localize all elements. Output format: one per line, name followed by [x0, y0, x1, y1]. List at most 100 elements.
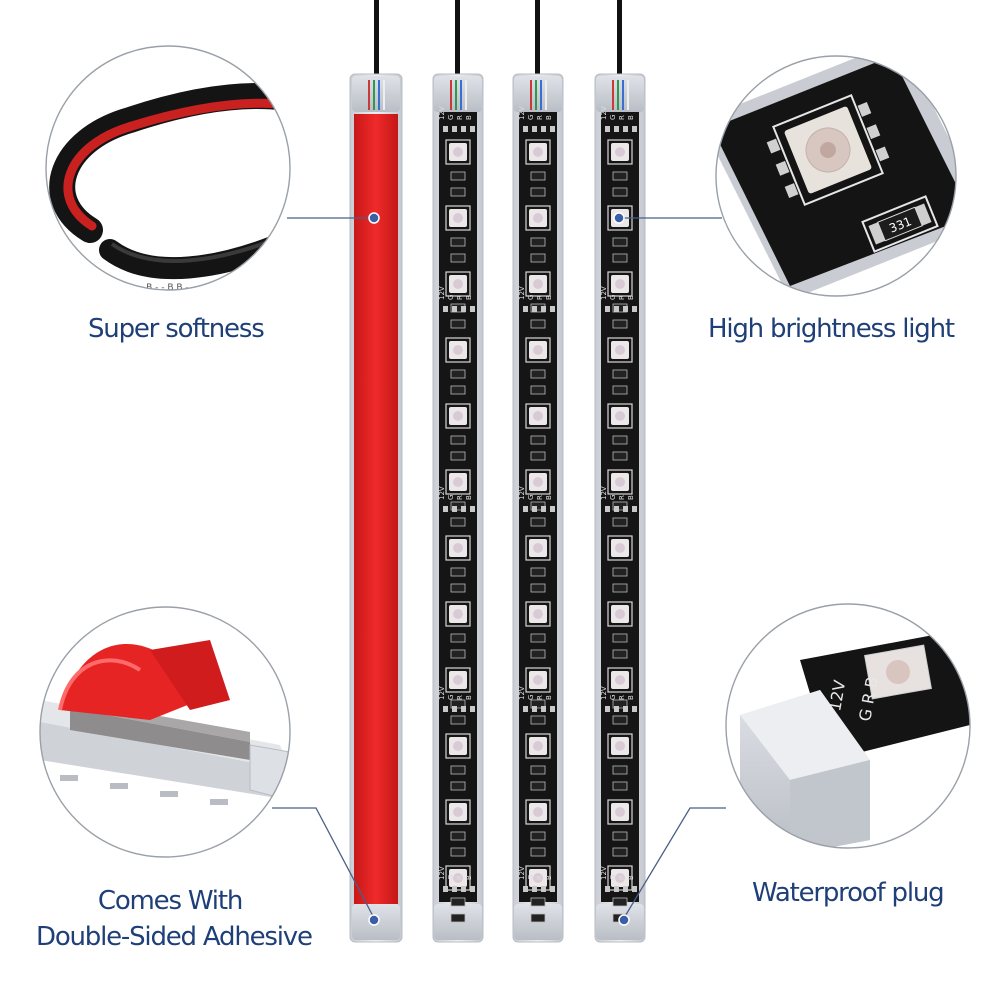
pcb-marking: R [618, 875, 626, 880]
pcb-marking: B [627, 295, 635, 300]
led-chip [445, 667, 471, 693]
pcb-marking: B [627, 695, 635, 700]
led-chip [525, 601, 551, 627]
pcb-marking: 12V [518, 686, 526, 700]
plug-closeup: 12V G R B [725, 603, 971, 849]
pcb-marking: G [447, 695, 455, 700]
softness-closeup: - B - - B B - [45, 45, 291, 291]
pcb-marking: 12V [518, 866, 526, 880]
pcb-marking: G [447, 875, 455, 880]
led-chip [445, 535, 471, 561]
brightness-closeup: 331 [715, 55, 957, 297]
pcb-marking: B [545, 295, 553, 300]
pcb-marking: G [447, 115, 455, 120]
pcb-marking: 12V [600, 106, 608, 120]
callout-dots [368, 212, 630, 926]
pcb-marking: 12V [438, 286, 446, 300]
label-adhesive-line2: Double-Sided Adhesive [36, 922, 313, 952]
pcb-marking: 12V [600, 866, 608, 880]
led-chip [445, 403, 471, 429]
pcb-marking: B [465, 695, 473, 700]
pcb-marking: 12V [438, 106, 446, 120]
pcb-marking: 12V [438, 486, 446, 500]
pcb-marking: B [465, 295, 473, 300]
pcb-marking: G [527, 695, 535, 700]
led-chip [525, 139, 551, 165]
pcb-marking: B [465, 115, 473, 120]
label-high-brightness: High brightness light [708, 314, 955, 344]
pcb-marking: B [545, 495, 553, 500]
pcb-marking: R [618, 695, 626, 700]
led-chip [607, 469, 633, 495]
label-adhesive-line1: Comes With [97, 886, 243, 916]
pcb-marking: R [536, 295, 544, 300]
pcb-marking: R [456, 695, 464, 700]
pcb-marking: B [545, 115, 553, 120]
pcb-marking: R [456, 295, 464, 300]
pcb-marking: 12V [438, 866, 446, 880]
strip-adhesive-back [349, 0, 403, 943]
led-chip [445, 601, 471, 627]
led-chip [445, 865, 471, 891]
pcb-marking: G [447, 295, 455, 300]
led-chip [607, 403, 633, 429]
pcb-marking: B [627, 875, 635, 880]
pcb-marking: G [609, 875, 617, 880]
adhesive-closeup [39, 606, 291, 858]
led-chip [525, 403, 551, 429]
pcb-marking: R [618, 115, 626, 120]
led-chip [445, 469, 471, 495]
led-chip [445, 733, 471, 759]
led-chip [607, 139, 633, 165]
pcb-marking: R [456, 495, 464, 500]
led-chip [525, 535, 551, 561]
led-chip [607, 667, 633, 693]
pcb-marking: B [465, 875, 473, 880]
pcb-marking: G [609, 115, 617, 120]
pcb-marking: G [527, 295, 535, 300]
led-chip [525, 469, 551, 495]
led-chip [607, 535, 633, 561]
led-chip [445, 337, 471, 363]
pcb-marking: G [609, 495, 617, 500]
pcb-marking: 12V [600, 286, 608, 300]
led-chip [607, 601, 633, 627]
led-chip [607, 337, 633, 363]
pcb-marking: B [465, 495, 473, 500]
led-chip [607, 271, 633, 297]
led-chip [525, 667, 551, 693]
led-chip [525, 799, 551, 825]
led-chip [445, 799, 471, 825]
led-chip [525, 733, 551, 759]
pcb-marking: R [618, 295, 626, 300]
pcb-marking: 12V [518, 486, 526, 500]
label-super-softness: Super softness [88, 314, 265, 344]
pcb-marking: B [627, 495, 635, 500]
pcb-marking: R [618, 495, 626, 500]
pcb-marking: R [536, 875, 544, 880]
pcb-marking: 12V [518, 286, 526, 300]
led-chip [445, 205, 471, 231]
pcb-marking: 12V [600, 686, 608, 700]
led-chip [607, 865, 633, 891]
pcb-marking: 12V [600, 486, 608, 500]
pcb-marking: 12V [438, 686, 446, 700]
pcb-marking: R [536, 495, 544, 500]
pcb-marking: G [609, 295, 617, 300]
led-chip [445, 271, 471, 297]
pcb-marking: R [536, 695, 544, 700]
led-chip [525, 205, 551, 231]
callout-lines [272, 217, 726, 919]
pcb-marking: R [456, 875, 464, 880]
led-chip [525, 337, 551, 363]
label-waterproof-plug: Waterproof plug [752, 878, 945, 908]
pcb-marking: G [527, 875, 535, 880]
pcb-marking: R [536, 115, 544, 120]
pcb-marking: 12V [518, 106, 526, 120]
